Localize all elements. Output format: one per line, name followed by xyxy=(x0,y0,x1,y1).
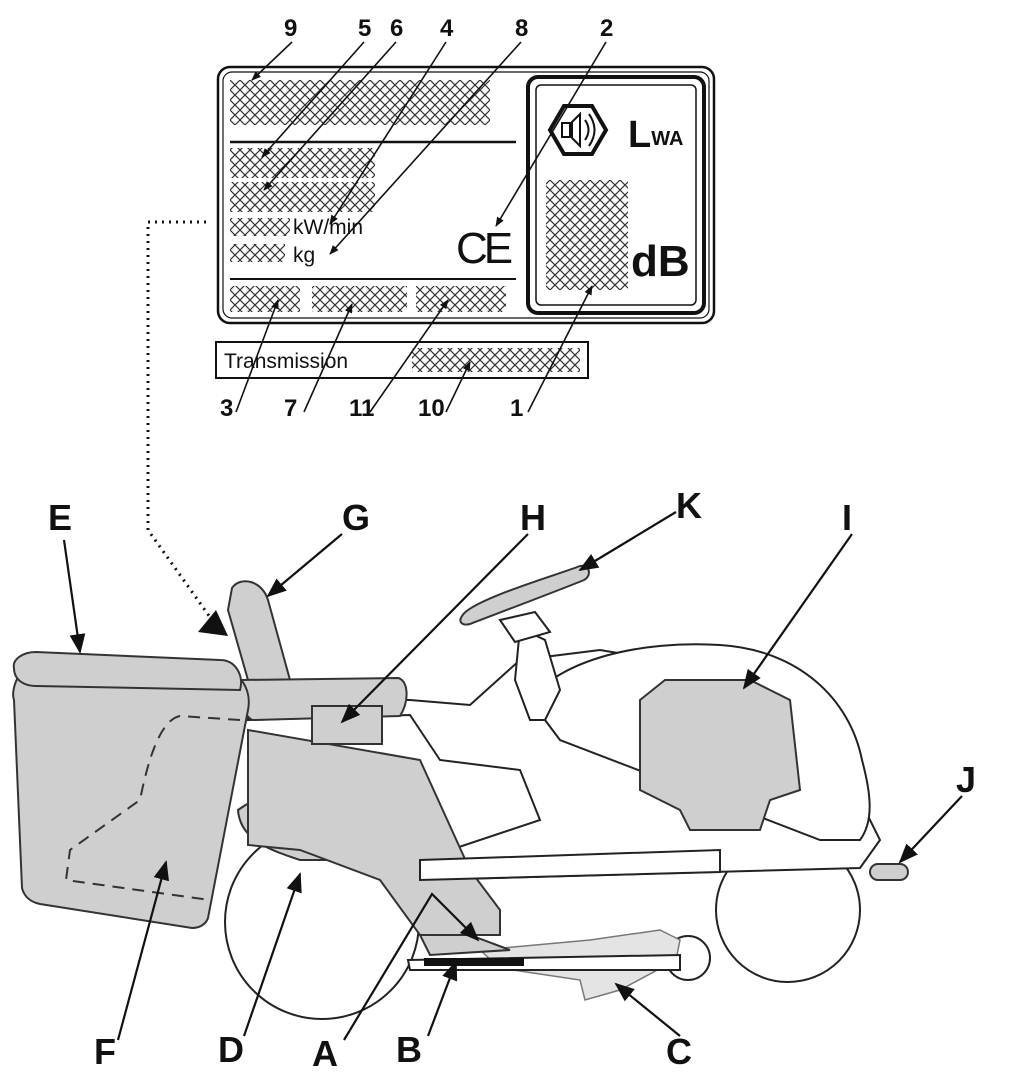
label-H: H xyxy=(520,497,546,538)
steering-column xyxy=(513,626,562,721)
field-6 xyxy=(230,182,375,212)
label-C: C xyxy=(666,1031,692,1072)
lwa-symbol: LWA xyxy=(628,114,683,156)
field-11 xyxy=(416,286,506,312)
callout-5: 5 xyxy=(358,15,371,42)
grass-catcher xyxy=(12,650,250,930)
catcher-bag xyxy=(12,660,250,930)
label-D: D xyxy=(218,1029,244,1070)
steering-wheel xyxy=(459,564,590,626)
engine xyxy=(639,679,802,831)
label-B: B xyxy=(396,1029,422,1070)
label-J: J xyxy=(956,759,976,800)
tractor xyxy=(224,564,909,1020)
field-1 xyxy=(546,180,628,290)
callout-3: 3 xyxy=(220,395,233,422)
callout-2: 2 xyxy=(600,15,613,42)
identification-plate: kW/min kg CE LWA dB xyxy=(216,65,716,325)
field-4 xyxy=(230,218,290,236)
unit-power: kW/min xyxy=(293,216,363,239)
field-10 xyxy=(412,348,580,372)
lwa-subscript: WA xyxy=(651,128,683,150)
callout-6: 6 xyxy=(390,15,403,42)
transmission-label: Transmission xyxy=(224,350,348,373)
plate-location-arrowhead xyxy=(198,610,228,636)
catcher-lid xyxy=(12,650,242,692)
seat-back xyxy=(226,580,292,681)
lwa-letter: L xyxy=(628,114,651,156)
callout-4: 4 xyxy=(440,15,454,42)
speaker-hex-icon xyxy=(547,104,609,156)
field-9 xyxy=(230,80,490,125)
label-G: G xyxy=(342,497,370,538)
callout-10: 10 xyxy=(418,395,445,422)
lift-lever-box xyxy=(311,705,383,745)
tow-hitch xyxy=(869,863,909,881)
label-E: E xyxy=(48,497,72,538)
callout-9: 9 xyxy=(284,15,297,42)
label-K: K xyxy=(676,485,702,526)
field-3 xyxy=(230,286,300,312)
callout-11: 11 xyxy=(349,395,374,422)
label-I: I xyxy=(842,497,852,538)
field-8 xyxy=(230,244,285,262)
label-A: A xyxy=(312,1033,338,1074)
callout-8: 8 xyxy=(515,15,528,42)
catcher-inner-outline xyxy=(64,714,241,901)
plate-callouts: 9 5 6 4 8 2 3 7 11 10 1 xyxy=(220,15,613,422)
blade xyxy=(424,958,524,966)
field-7 xyxy=(312,286,407,312)
noise-box-inner xyxy=(535,84,697,306)
field-5 xyxy=(230,148,375,178)
label-F: F xyxy=(94,1031,116,1072)
callout-7: 7 xyxy=(284,395,297,422)
steering-hub xyxy=(498,610,552,644)
db-unit: dB xyxy=(631,237,690,286)
plate-location-leader xyxy=(146,220,214,621)
callout-1: 1 xyxy=(510,395,523,422)
footrest xyxy=(419,848,721,882)
ce-mark: CE xyxy=(456,224,512,273)
part-callouts: E G H K I J F D A B C xyxy=(48,485,976,1074)
transmission-strip: Transmission xyxy=(215,341,589,379)
unit-mass: kg xyxy=(293,244,315,267)
deck-bracket xyxy=(418,934,511,957)
plate-inner xyxy=(222,71,710,319)
